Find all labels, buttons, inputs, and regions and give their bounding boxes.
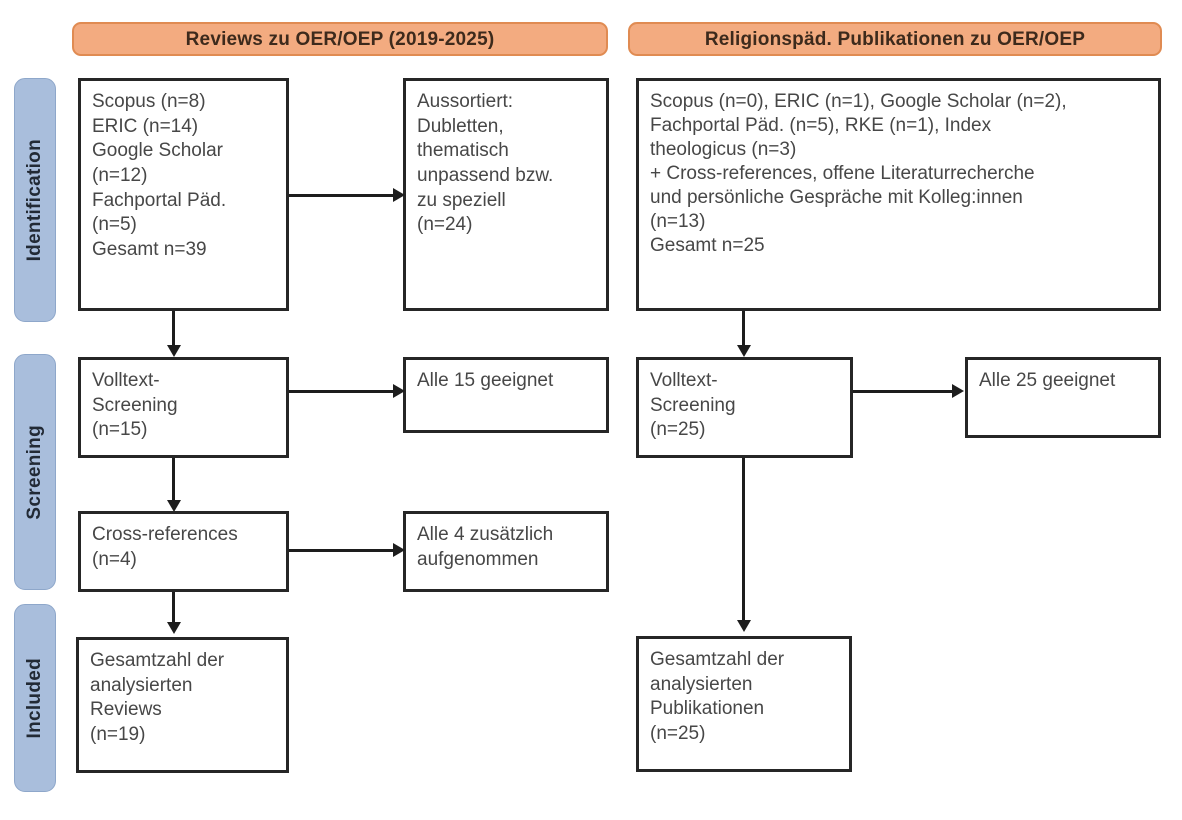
box-right-fulltext-result: Alle 25 geeignet [965, 357, 1161, 438]
arrowhead-right-screening-to-result [952, 384, 964, 398]
connector-left-crossrefs-to-result [289, 549, 395, 552]
stage-pill-identification: Identification [14, 78, 56, 322]
box-left-included-total: Gesamtzahl der analysierten Reviews (n=1… [76, 637, 289, 773]
stage-pill-screening: Screening [14, 354, 56, 590]
box-left-fulltext-result: Alle 15 geeignet [403, 357, 609, 433]
arrowhead-left-screening-to-crossrefs [167, 500, 181, 512]
arrowhead-right-screening-to-included [737, 620, 751, 632]
box-left-cross-references: Cross-references (n=4) [78, 511, 289, 592]
box-left-fulltext-screening: Volltext- Screening (n=15) [78, 357, 289, 458]
box-right-fulltext-screening: Volltext- Screening (n=25) [636, 357, 853, 458]
arrowhead-left-crossrefs-to-result [393, 543, 405, 557]
connector-right-screening-to-result [853, 390, 954, 393]
stage-label-included: Included [24, 657, 45, 739]
connector-left-crossrefs-to-included [172, 592, 175, 624]
box-left-cross-references-result: Alle 4 zusätzlich aufgenommen [403, 511, 609, 592]
arrowhead-left-sources-to-screening [167, 345, 181, 357]
stage-label-identification: Identification [24, 138, 45, 262]
arrowhead-right-sources-to-screening [737, 345, 751, 357]
connector-right-screening-to-included [742, 458, 745, 622]
connector-left-sources-to-screening [172, 311, 175, 347]
column-header-right: Religionspäd. Publikationen zu OER/OEP [628, 22, 1162, 56]
connector-left-sources-to-excluded [289, 194, 395, 197]
connector-right-sources-to-screening [742, 311, 745, 347]
column-header-left: Reviews zu OER/OEP (2019-2025) [72, 22, 608, 56]
arrowhead-left-sources-to-excluded [393, 188, 405, 202]
stage-pill-included: Included [14, 604, 56, 792]
stage-label-screening: Screening [24, 424, 45, 520]
arrowhead-left-screening-to-result [393, 384, 405, 398]
box-right-included-total: Gesamtzahl der analysierten Publikatione… [636, 636, 852, 772]
connector-left-screening-to-crossrefs [172, 458, 175, 502]
box-left-excluded: Aussortiert: Dubletten, thematisch unpas… [403, 78, 609, 311]
box-left-identification-sources: Scopus (n=8) ERIC (n=14) Google Scholar … [78, 78, 289, 311]
connector-left-screening-to-result [289, 390, 395, 393]
box-right-identification-sources: Scopus (n=0), ERIC (n=1), Google Scholar… [636, 78, 1161, 311]
arrowhead-left-crossrefs-to-included [167, 622, 181, 634]
